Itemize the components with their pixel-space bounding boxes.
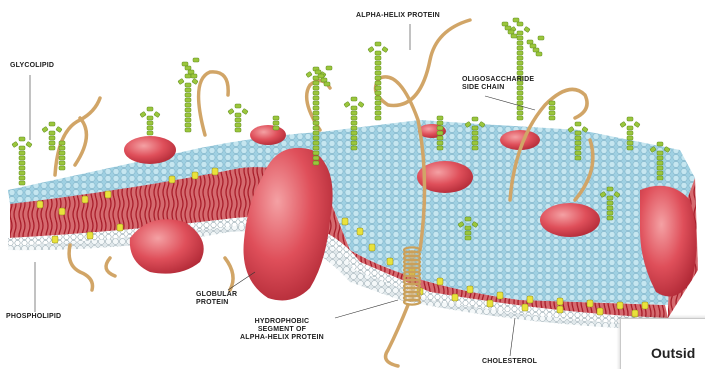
protein-right-mid [540,203,600,237]
label-hydrophobic-segment: HYDROPHOBIC SEGMENT OF ALPHA-HELIX PROTE… [240,318,324,342]
cholesterol-unit [117,224,123,231]
cholesterol-unit [632,310,638,317]
label-oligosaccharide-side-chain: OLIGOSACCHARIDE SIDE CHAIN [462,76,534,92]
cholesterol-unit [642,302,648,309]
cholesterol-unit [105,191,111,198]
cholesterol-unit [587,300,593,307]
chain-bottom-protein [225,258,233,290]
oligosaccharide-chain [273,116,279,130]
leader-oligosaccharide [485,96,535,110]
chain-hook [199,72,229,135]
oligosaccharide-chain [140,107,160,135]
label-phospholipid: PHOSPHOLIPID [6,313,61,321]
cholesterol-unit [557,306,563,313]
protein-left-mid [250,125,286,145]
label-globular-protein: GLOBULAR PROTEIN [196,291,237,307]
chain-left-arc [75,118,86,165]
cholesterol-unit [487,300,493,307]
chain-bottom-left [69,245,92,290]
cholesterol-unit [192,172,198,179]
cholesterol-unit [169,176,175,183]
protein-left-upper [124,136,176,164]
outside-label: Outsid [651,345,695,361]
cholesterol-unit [597,308,603,315]
cholesterol-unit [342,218,348,225]
cholesterol-unit [82,196,88,203]
cholesterol-unit [527,296,533,303]
oligosaccharide-chain [368,42,388,120]
oligosaccharide-chain [437,116,443,130]
oligosaccharide-branch [527,36,544,56]
outside-panel: Outsid [620,318,705,369]
chain-hydrophobic-tail [386,305,408,366]
cholesterol-unit [212,168,218,175]
label-glycolipid: GLYCOLIPID [10,62,54,70]
label-cholesterol: CHOLESTEROL [482,358,537,366]
cholesterol-unit [387,258,393,265]
cholesterol-unit [59,208,65,215]
label-alpha-helix-protein: ALPHA-HELIX PROTEIN [356,12,440,20]
oligosaccharide-chain [12,137,32,185]
oligosaccharide-branch [502,18,519,38]
cholesterol-unit [522,304,528,311]
cholesterol-unit [452,294,458,301]
chain-bottom-mid [106,258,115,276]
cholesterol-unit [437,278,443,285]
leader-cholesterol [510,318,515,356]
oligosaccharide-chain [549,101,555,120]
leader-hydrophobic [335,300,398,318]
alpha-helix-coil [404,247,420,304]
cholesterol-unit [369,244,375,251]
cholesterol-unit [557,298,563,305]
cholesterol-unit [87,232,93,239]
cholesterol-unit [357,228,363,235]
oligosaccharide-chain [228,104,248,132]
cholesterol-unit [467,286,473,293]
cholesterol-unit [617,302,623,309]
cholesterol-unit [497,292,503,299]
cholesterol-unit [52,236,58,243]
cholesterol-unit [37,201,43,208]
oligosaccharide-chain [178,74,198,132]
